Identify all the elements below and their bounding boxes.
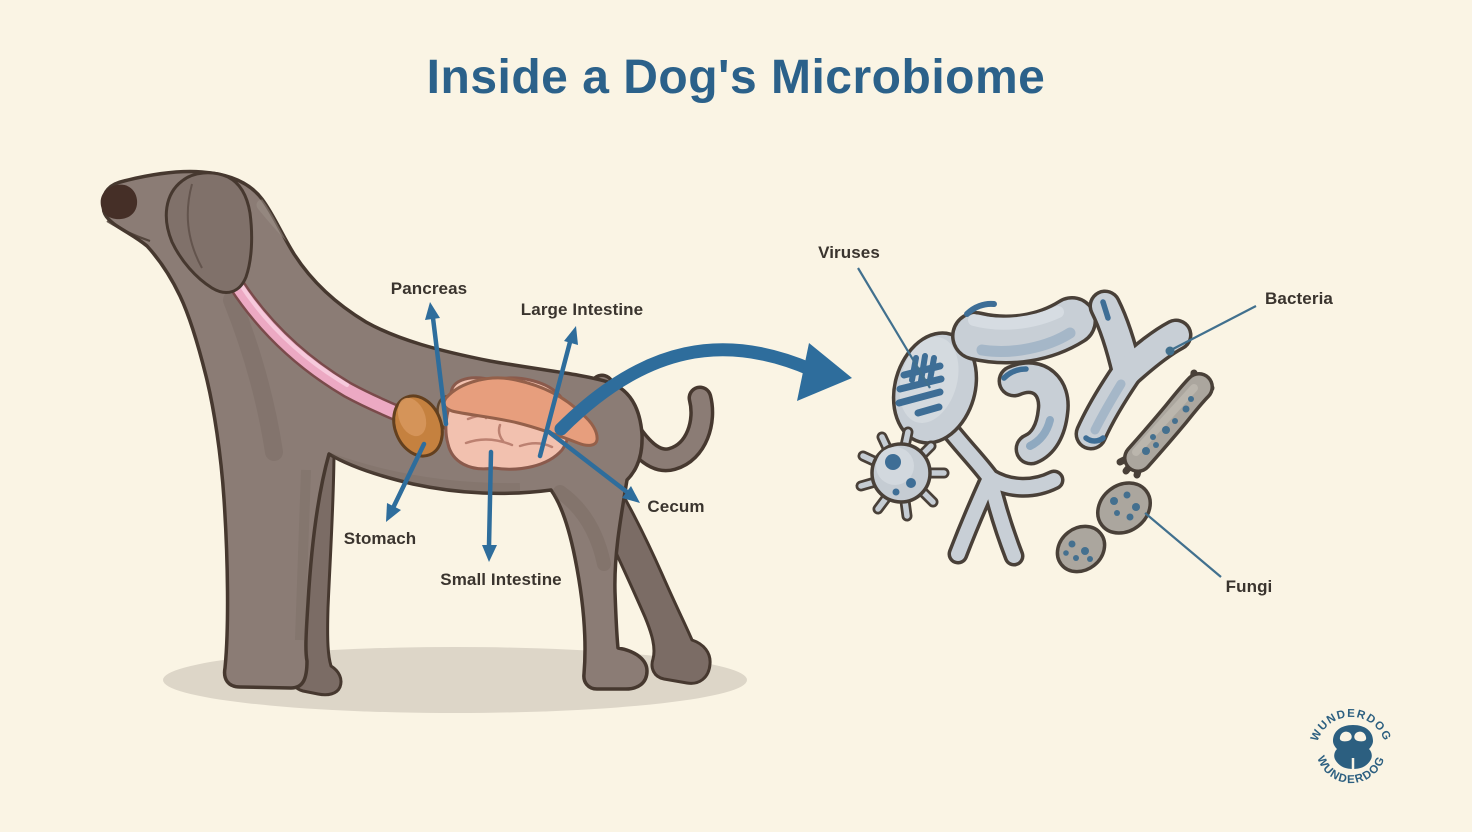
microbes-cluster bbox=[855, 289, 1215, 574]
cecum-arrow bbox=[546, 429, 630, 495]
small-intestine-arrow bbox=[486, 449, 494, 549]
viruses-leader bbox=[857, 267, 931, 389]
bacteria-leader-dot bbox=[1165, 346, 1175, 356]
wunderdog-logo: WUNDERDOG WUNDERDOG bbox=[1309, 708, 1392, 786]
stomach-arrow bbox=[390, 441, 427, 511]
stomach-organ bbox=[392, 394, 444, 458]
label-large-intestine: Large Intestine bbox=[520, 300, 644, 319]
dog-ear bbox=[164, 171, 254, 294]
annotation-arrowheads bbox=[386, 302, 640, 562]
dog-mouth-line bbox=[106, 220, 151, 243]
spotted-rod-fungus-icon bbox=[1116, 369, 1215, 479]
bacteria-leader bbox=[1170, 305, 1257, 351]
label-viruses: Viruses bbox=[818, 243, 880, 262]
dog-illustration bbox=[100, 169, 747, 713]
annotation-arrows bbox=[390, 315, 630, 549]
pancreas-arrow bbox=[430, 315, 449, 427]
label-bacteria: Bacteria bbox=[1265, 289, 1333, 308]
dog-nose-logo-icon bbox=[1333, 725, 1373, 769]
label-pancreas: Pancreas bbox=[390, 279, 468, 298]
esophagus-organ bbox=[227, 275, 415, 426]
label-stomach: Stomach bbox=[343, 529, 417, 548]
bean-bacterium-icon bbox=[997, 361, 1070, 466]
phage-stripes bbox=[895, 353, 945, 417]
microbe-leader-lines bbox=[857, 267, 1257, 578]
large-intestine-arrow bbox=[537, 339, 573, 459]
magnify-arrow bbox=[554, 343, 852, 436]
page-title: Inside a Dog's Microbiome bbox=[426, 51, 1046, 104]
fungi-leader bbox=[1144, 512, 1222, 578]
spiky-virus-icon bbox=[855, 426, 950, 522]
phage-virus-icon bbox=[891, 331, 1065, 567]
budding-yeast-fungus-icon bbox=[1055, 481, 1152, 574]
rod-bacterium-icon bbox=[951, 296, 1097, 365]
label-fungi: Fungi bbox=[1225, 577, 1273, 596]
label-small-intestine: Small Intestine bbox=[440, 570, 562, 589]
label-cecum: Cecum bbox=[647, 497, 705, 516]
dog-far-rear-leg bbox=[595, 464, 712, 685]
y-bacterium-icon bbox=[1074, 289, 1193, 451]
dog-nose bbox=[100, 184, 138, 220]
